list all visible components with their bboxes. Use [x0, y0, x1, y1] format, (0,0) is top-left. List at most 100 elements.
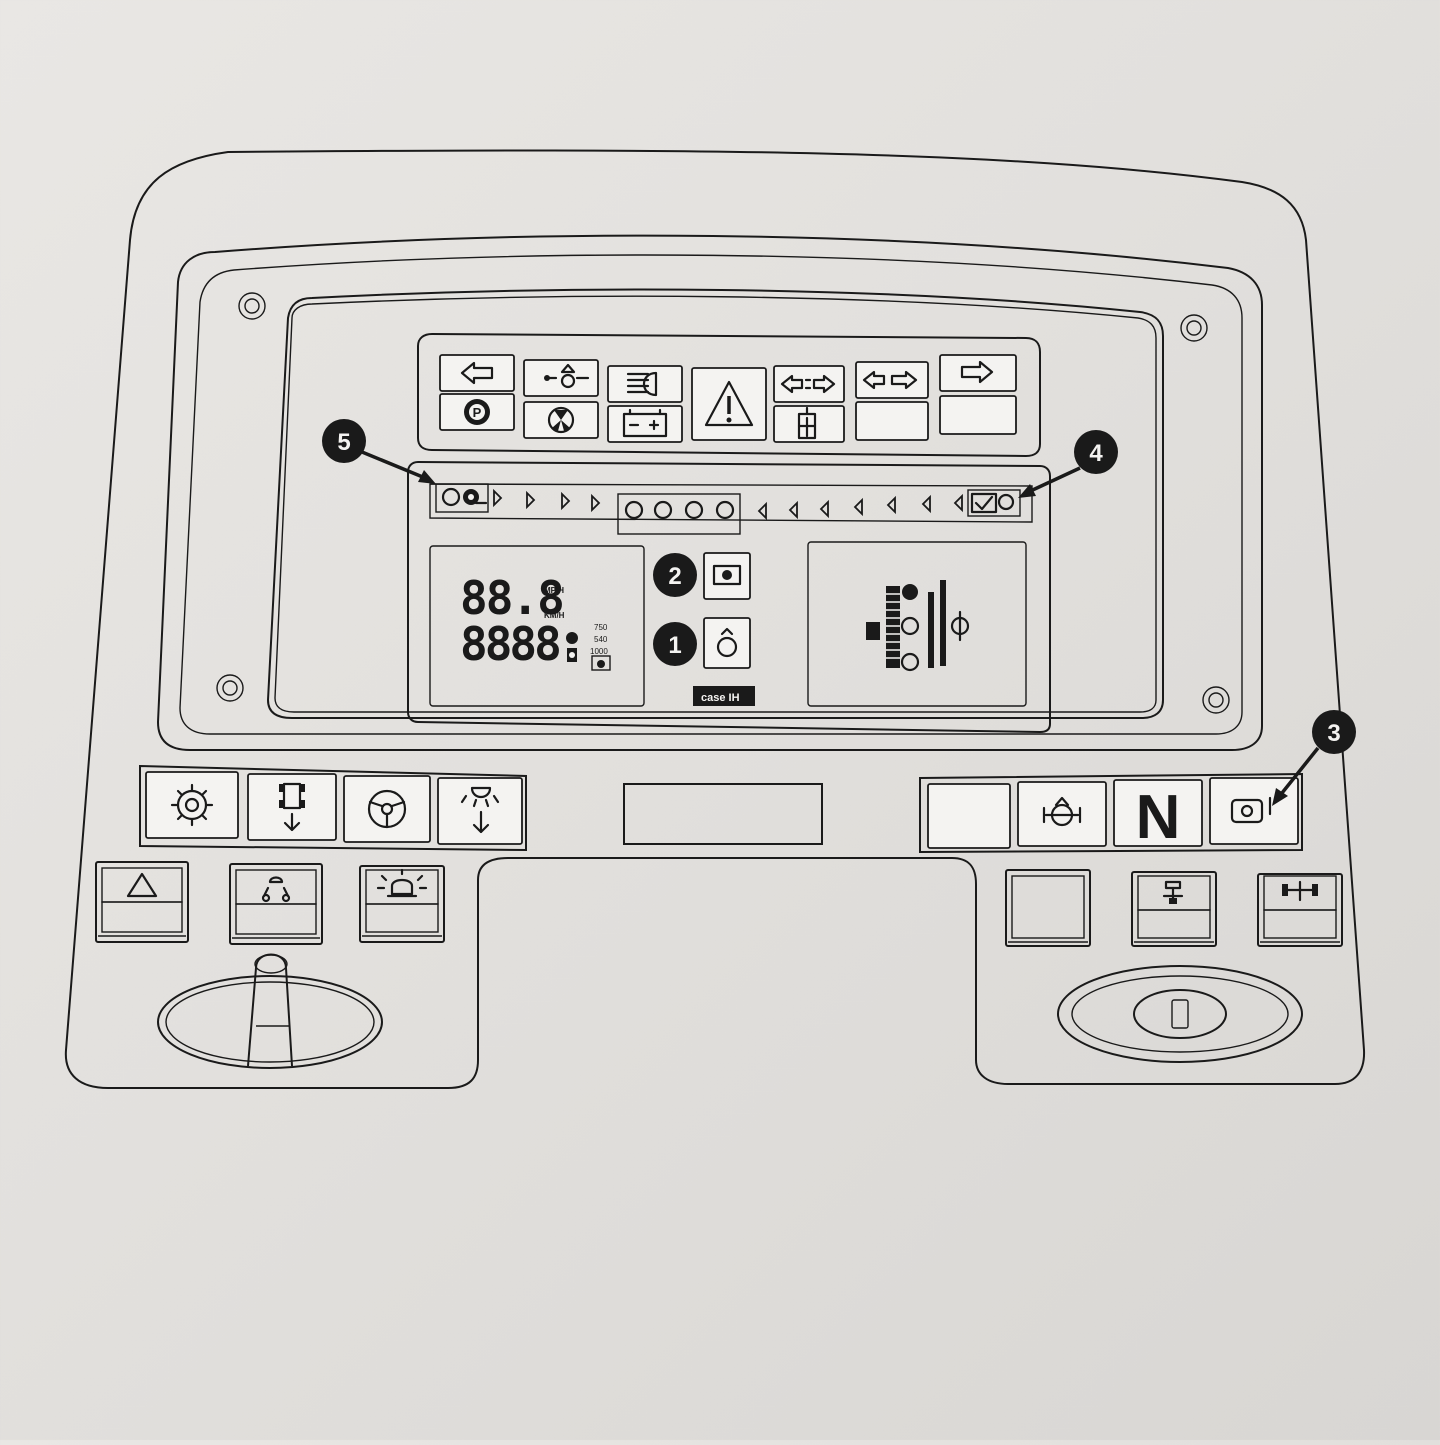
screen-select-icon	[712, 564, 742, 586]
unit-mph: MP/H	[544, 586, 564, 595]
center-blank-panel	[623, 783, 823, 845]
beacon-rocker-switch[interactable]	[359, 865, 445, 943]
front-axle-switch-icon	[1282, 880, 1318, 902]
right-turn-icon	[960, 360, 994, 384]
right-arrow-markers	[757, 493, 963, 521]
parking-brake-icon: P	[464, 399, 490, 425]
blank-lamp-1	[855, 401, 929, 441]
brand-logo-text: case IH	[701, 692, 740, 704]
blank-lamp-2	[939, 395, 1017, 435]
callout-2-label: 2	[668, 563, 681, 590]
callout-3-label: 3	[1327, 720, 1340, 747]
oil-pressure-lamp	[523, 359, 599, 397]
trailer-indicator-1-icon	[780, 374, 836, 394]
instrument-cluster	[156, 234, 1263, 751]
front-axle-rocker-switch[interactable]	[1257, 873, 1343, 947]
engine-speed-button-icon	[716, 627, 738, 658]
work-light-switch[interactable]	[437, 777, 523, 845]
check-indicator-icon	[970, 492, 998, 514]
work-light-icon	[460, 786, 500, 834]
display-select-button[interactable]	[703, 552, 751, 600]
blank-rocker-switch[interactable]	[1005, 869, 1091, 947]
speed-rpm-lcd: 88.8 MP/H KM/H 8888 750 540 1000	[429, 545, 645, 707]
steering-switch[interactable]	[343, 775, 431, 843]
steering-icon	[367, 789, 407, 829]
engine-speed-icon	[566, 632, 578, 662]
4wd-switch[interactable]	[247, 773, 337, 841]
callout-1-label: 1	[668, 632, 681, 659]
blank-switch-icon	[1011, 875, 1085, 939]
bar-graph-strip	[429, 483, 1033, 535]
worklight-switch-icon	[261, 876, 291, 903]
callout-4-label: 4	[1089, 440, 1103, 467]
callout-3: 3	[1272, 710, 1356, 806]
headlight-icon	[626, 371, 658, 397]
fuel-filter-lamp	[773, 405, 845, 443]
ignition-switch[interactable]	[1057, 965, 1303, 1063]
headlight-lamp	[607, 365, 683, 403]
callout-5-label: 5	[337, 429, 350, 456]
speed-readout: 88.8	[460, 571, 563, 625]
hitch-position-lcd	[807, 541, 1027, 707]
warning-lamp-panel: P	[417, 332, 1041, 458]
pto-graph-icon	[463, 489, 488, 505]
unit-kmh: KM/H	[544, 611, 565, 620]
callout-4: 4	[1018, 430, 1118, 498]
battery-lamp	[607, 405, 683, 443]
rear-hitch-switch-icon	[1162, 880, 1184, 904]
blank-switch[interactable]	[927, 783, 1011, 849]
neutral-indicator-icon: N	[1136, 783, 1181, 852]
brand-logo: case IH	[693, 686, 755, 706]
key-slot-icon	[1171, 999, 1189, 1029]
trailer-indicator-2-icon	[862, 370, 918, 390]
dashboard-outline	[64, 149, 1366, 1089]
rear-hitch-rocker-switch[interactable]	[1131, 871, 1217, 947]
differential-lock-icon	[170, 783, 214, 827]
hazard-warning-lamp	[691, 367, 767, 441]
engine-oil-pressure-icon	[544, 363, 590, 389]
coolant-fan-lamp	[523, 401, 599, 439]
trailer-indicator-1-lamp	[773, 365, 845, 403]
screw-icon	[238, 292, 266, 320]
screw-icon	[1180, 314, 1208, 342]
hazard-warning-icon	[704, 380, 754, 427]
rocker-switches-right	[1005, 869, 1343, 947]
rpm-readout: 8888	[460, 617, 559, 671]
screw-icon	[1202, 686, 1230, 714]
neutral-indicator: N	[1113, 779, 1203, 852]
callout-2: 2	[653, 553, 697, 597]
pto-750: 750	[594, 623, 608, 632]
axle-switch[interactable]	[1017, 781, 1107, 847]
rocker-switches-left	[95, 861, 445, 945]
lower-left-switch-bank	[139, 764, 527, 852]
pto-540: 540	[594, 635, 608, 644]
right-turn-lamp	[939, 354, 1017, 392]
hitch-position-icon	[866, 580, 970, 672]
pto-1000: 1000	[590, 647, 608, 656]
fuel-filter-icon	[797, 406, 817, 440]
lever-gate	[157, 953, 383, 1069]
diff-lock-switch[interactable]	[145, 771, 239, 839]
worklight-rocker-switch[interactable]	[229, 863, 323, 945]
low-indicator-icon	[441, 487, 461, 507]
callout-1: 1	[653, 622, 697, 666]
hazard-switch-icon	[126, 872, 158, 898]
engine-speed-button[interactable]	[703, 617, 751, 669]
callout-5: 5	[322, 419, 436, 484]
svg-text:P: P	[473, 405, 482, 420]
hitch-icon	[1230, 796, 1272, 824]
coolant-fan-icon	[547, 406, 575, 434]
hazard-rocker-switch[interactable]	[95, 861, 189, 943]
display-panel: 88.8 MP/H KM/H 8888 750 540 1000 case IH	[407, 460, 1051, 734]
center-circle-markers	[624, 500, 735, 520]
screw-icon	[216, 674, 244, 702]
trailer-indicator-2-lamp	[855, 361, 929, 399]
high-indicator-icon	[997, 493, 1015, 511]
parking-brake-lamp: P	[439, 393, 515, 431]
four-wheel-drive-icon	[279, 782, 305, 832]
left-turn-lamp	[439, 354, 515, 392]
battery-charge-icon	[622, 408, 668, 438]
lower-right-switch-bank: N	[919, 772, 1303, 854]
